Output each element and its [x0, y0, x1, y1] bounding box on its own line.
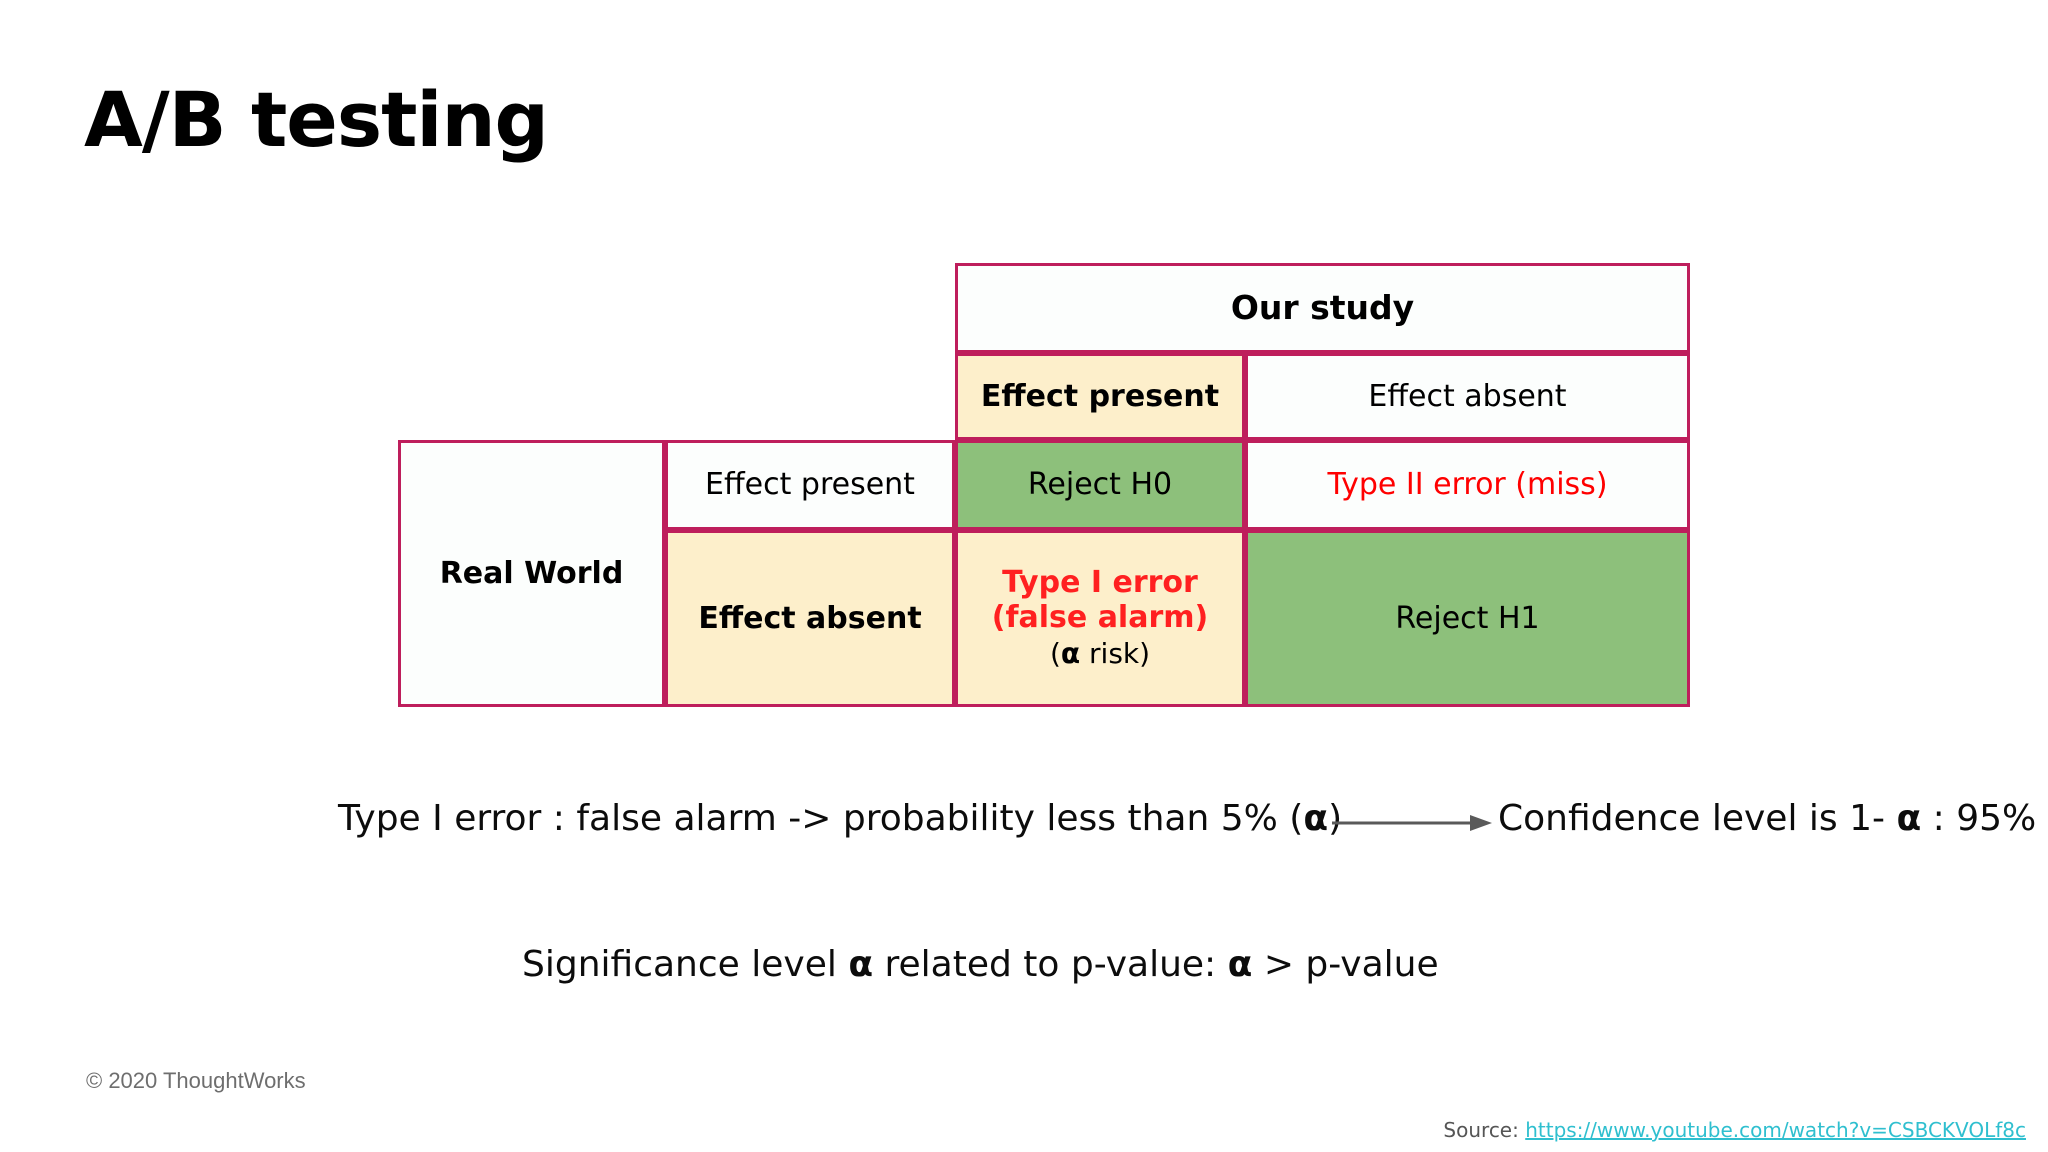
- source-link[interactable]: https://www.youtube.com/watch?v=CSBCKVOL…: [1525, 1118, 2026, 1142]
- matrix-cell-type-1-error: Type I error (false alarm) (α risk): [955, 530, 1245, 707]
- alpha-symbol: α: [1060, 637, 1081, 671]
- explanation-2-part-3: > p-value: [1252, 944, 1439, 985]
- type-1-error-alpha-risk-note: (α risk): [1049, 637, 1151, 671]
- alpha-symbol: α: [1303, 798, 1329, 839]
- matrix-corner-spacer: [398, 263, 955, 440]
- row-group-header-real-world: Real World: [398, 440, 665, 707]
- alpha-risk-suffix: risk): [1080, 637, 1151, 671]
- matrix-cell-reject-h0: Reject H0: [955, 440, 1245, 530]
- alpha-symbol: α: [1227, 944, 1253, 985]
- copyright-notice: © 2020 ThoughtWorks: [86, 1068, 306, 1093]
- row-header-effect-present: Effect present: [665, 440, 955, 530]
- type-1-error-line-2: (false alarm): [991, 600, 1209, 636]
- explanation-line-2: Significance level α related to p-value:…: [522, 944, 1439, 985]
- explanation-line-1-right: Confidence level is 1- α : 95%: [1498, 798, 2036, 839]
- matrix-cell-reject-h1: Reject H1: [1245, 530, 1690, 707]
- column-header-effect-absent: Effect absent: [1245, 353, 1690, 440]
- column-group-header-our-study: Our study: [955, 263, 1690, 353]
- alpha-symbol: α: [848, 944, 874, 985]
- column-header-effect-present: Effect present: [955, 353, 1245, 440]
- type-1-error-line-1: Type I error: [1002, 565, 1198, 601]
- source-label: Source:: [1443, 1118, 1526, 1142]
- explanation-1-text-part-2: ): [1328, 798, 1343, 839]
- alpha-symbol: α: [1896, 798, 1922, 839]
- right-arrow-icon: [1332, 808, 1492, 838]
- page-title: A/B testing: [84, 75, 549, 164]
- explanation-1-right-part-1: Confidence level is 1-: [1498, 798, 1897, 839]
- explanation-1-text-part-1: Type I error : false alarm -> probabilit…: [338, 798, 1304, 839]
- confusion-matrix-table: Our study Effect present Effect absent R…: [398, 263, 1690, 707]
- explanation-1-right-part-2: : 95%: [1921, 798, 2037, 839]
- alpha-risk-prefix: (: [1049, 637, 1061, 671]
- explanation-2-part-2: related to p-value:: [873, 944, 1228, 985]
- row-header-effect-absent: Effect absent: [665, 530, 955, 707]
- explanation-line-1-left: Type I error : false alarm -> probabilit…: [338, 798, 1342, 839]
- matrix-cell-type-2-error: Type II error (miss): [1245, 440, 1690, 530]
- source-attribution: Source: https://www.youtube.com/watch?v=…: [1443, 1118, 2026, 1142]
- explanation-2-part-1: Significance level: [522, 944, 849, 985]
